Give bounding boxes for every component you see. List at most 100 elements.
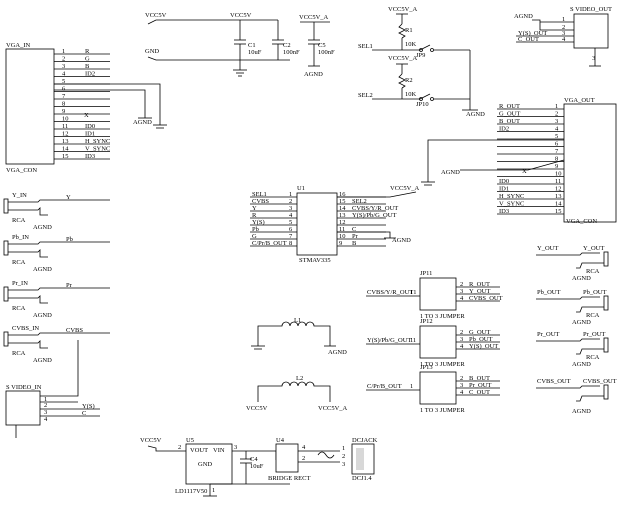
c1-value: 10uF [248,49,262,56]
u1-left-pin-number: 5 [289,219,292,226]
vga-in-pin-number: 6 [62,86,66,93]
u1-right-pin-number: 9 [339,240,342,247]
jp10-contact [419,93,431,100]
u5-pin3: 3 [234,444,237,451]
u1-right-net: SEL2 [352,198,367,205]
vga-out-connector: VGA_OUT VGA_CON 1R_OUT2G_OUT3B_OUT4ID256… [421,97,617,225]
u4-pin4: 4 [302,444,306,451]
rca-in-ref: RCA [12,305,26,312]
jp9-ref: JP9 [416,52,425,59]
vga-out-pin-number: 13 [555,193,562,200]
rca-in-jack [3,286,9,302]
jp10-pin-a [419,97,423,101]
u1-ref: U1 [297,185,305,192]
rca-in-gnd-wire [8,295,48,304]
svideo-out-shell-pin: 3 [592,55,595,62]
rca-in-net-label: CVBS [66,327,83,334]
rca-out-ref: RCA [586,354,600,361]
vga-out-pin-number: 5 [555,133,558,140]
vga-in-signal-label: G [85,56,90,63]
l2-ref: L2 [296,375,303,382]
rca-out-jack [603,295,609,311]
jumper-out-net: CVBS_OUT [469,295,503,302]
jumper-pin-number: 3 [460,336,463,343]
rca-out-net-label: Pr_OUT [537,331,559,338]
vga-in-pin-number: 4 [62,71,66,78]
net-vcc5v-a-top: VCC5V_A [299,14,329,21]
rca-in-agnd: AGND [33,224,52,231]
u1-right-pin-number: 11 [339,226,345,233]
jack-pin1: 1 [342,445,345,452]
u1-left-pin-number: 4 [289,212,293,219]
vga-out-gnd-wire [427,139,564,182]
vga-in-signal-label: H_SYNC [85,138,110,145]
vga-in-pin-number: 14 [62,146,69,153]
vga-out-pin-number: 10 [555,171,562,178]
svideo-in-connector: S VIDEO_IN 1 2 3 4 Y(S) C [5,340,100,438]
u5-vin: VIN [213,447,225,454]
svideo-out-c-label: C_OUT [518,36,539,43]
rca-out-title: Y_OUT [583,245,604,252]
rca-out-gnd-wire [576,395,604,402]
sel2-label: SEL2 [358,92,373,99]
rca-out-net-label: CVBS_OUT [537,378,571,385]
u1-left-pin-number: 2 [289,198,292,205]
r2-ref: R2 [405,77,413,84]
rca-in-net-label: Pb [66,236,73,243]
rca-in-signal-wire [8,287,110,291]
rca-in-gnd-wire [8,340,48,349]
rca-in-ref: RCA [12,350,26,357]
vga-in-pin-number: 2 [62,56,65,63]
jumper-out-net: C_OUT [469,389,490,396]
u1-left-net: G [252,233,257,240]
rca-out-agnd: AGND [572,408,591,415]
svideo-out-gnd-wire [532,19,574,31]
jumper-pin-number: 1 [410,337,413,344]
jumper-pin-number: 4 [460,295,464,302]
rca-in-jack [3,331,9,347]
power-rail-section: VCC5V VCC5V GND C1 10uF C2 100nF VCC5V_A… [145,12,335,78]
rca-in-jack [3,198,9,214]
rca-out-ref: RCA [586,268,600,275]
svideo-in-gnd-wire [40,340,79,397]
net-vcc5v-label2: VCC5V [230,12,252,19]
svideo-in-pin2: 2 [44,402,47,409]
rca-in-ref: RCA [12,259,26,266]
svideo-in-pin1: 1 [44,396,47,403]
vga-out-pin-number: 1 [555,103,558,110]
u1-vcc5v-a: VCC5V_A [390,185,420,192]
jumper-desc: 1 TO 3 JUMPER [420,313,465,320]
u1-body [296,192,338,256]
jumper-pin-number: 3 [460,382,463,389]
rca-out-signal-wire [536,296,600,300]
vga-in-signal-label: V_SYNC [85,146,110,153]
u1-left-net: SEL1 [252,191,267,198]
rca-out-agnd: AGND [572,319,591,326]
l2-vcc5v-a: VCC5V_A [318,405,348,412]
vga-out-body [563,103,617,223]
u1-right-pin-number: 13 [339,212,346,219]
vga-in-signal-label: ID0 [85,123,95,130]
vga-out-signal-label: V_SYNC [499,201,524,208]
l1-coil [257,321,331,346]
u1-left-net: Pb [252,226,259,233]
u1-right-pin-number: 15 [339,198,346,205]
vga-in-pin-number: 10 [62,116,69,123]
u5-gnd: GND [198,461,212,468]
jp9-pin-a [419,48,423,52]
vga-in-agnd: AGND [133,119,152,126]
l1-inductor: L1 AGND [251,317,347,356]
rca-out-agnd: AGND [572,275,591,282]
vga-out-pin-number: 6 [555,141,559,148]
vga-in-signal-label: ID1 [85,131,95,138]
vga-out-signal-label: ID3 [499,208,509,215]
r1-value: 10K [405,41,417,48]
jumper-pin-number: 4 [460,389,464,396]
u1-right-pin-number: 14 [339,205,346,212]
jumper-desc: 1 TO 3 JUMPER [420,407,465,414]
rca-out-gnd-wire [576,262,604,269]
svideo-out-connector: S VIDEO_OUT AGND 1 2 Y(S)_OUT 3 C_OUT 4 … [514,6,612,67]
jp-agnd: AGND [466,111,485,118]
